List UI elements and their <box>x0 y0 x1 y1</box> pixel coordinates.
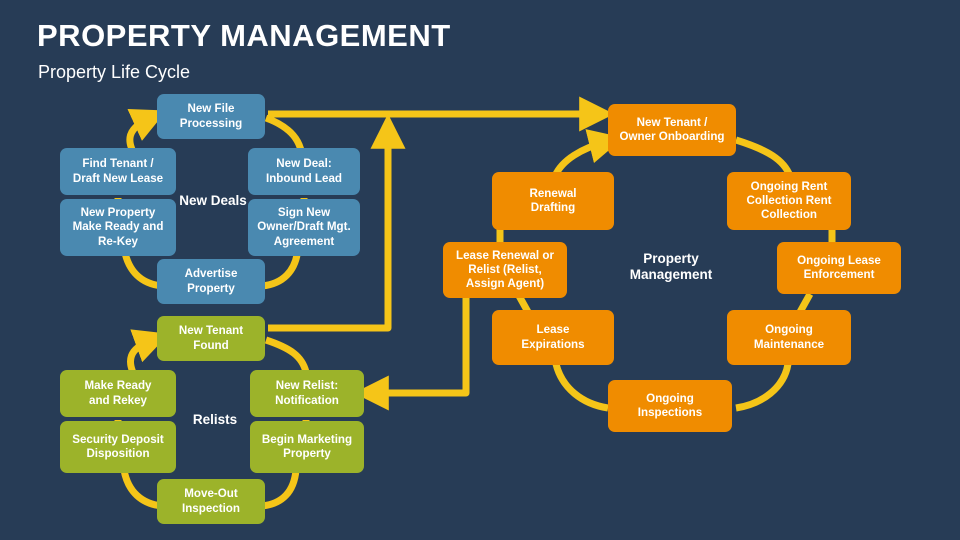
node-new-tenant-owner-onboarding[interactable]: New Tenant /Owner Onboarding <box>608 104 736 156</box>
node-label: Find Tenant /Draft New Lease <box>72 157 164 185</box>
wire-green-top-right <box>264 336 310 374</box>
wire-orange-bottom-left <box>552 362 609 412</box>
wire-newtenantfound-to-newfile <box>268 113 406 332</box>
wire-orange-right-lower <box>796 292 814 314</box>
node-label: New Tenant /Owner Onboarding <box>619 115 725 143</box>
wire-leaserenewal-to-relist <box>353 298 470 411</box>
hub-label-relists: Relists <box>180 406 250 434</box>
hub-label-new-deals: New Deals <box>178 178 248 224</box>
hub-text: Relists <box>192 411 238 427</box>
page-title: PROPERTY MANAGEMENT <box>37 18 451 53</box>
node-label: New Deal:Inbound Lead <box>266 157 342 185</box>
node-new-relist-notification[interactable]: New Relist:Notification <box>250 370 364 417</box>
node-label: New Relist:Notification <box>275 379 339 407</box>
wire-orange-bottom-right <box>735 363 792 412</box>
page-subtitle: Property Life Cycle <box>38 62 191 82</box>
node-find-tenant-draft-new-lease[interactable]: Find Tenant /Draft New Lease <box>60 148 176 195</box>
wire-orange-top-left <box>551 129 624 178</box>
wire-green-bottom-right <box>261 469 300 510</box>
hub-text: New Deals <box>179 192 247 208</box>
node-new-deal-inbound-lead[interactable]: New Deal:Inbound Lead <box>248 148 360 195</box>
wire-orange-top-right <box>734 136 794 178</box>
